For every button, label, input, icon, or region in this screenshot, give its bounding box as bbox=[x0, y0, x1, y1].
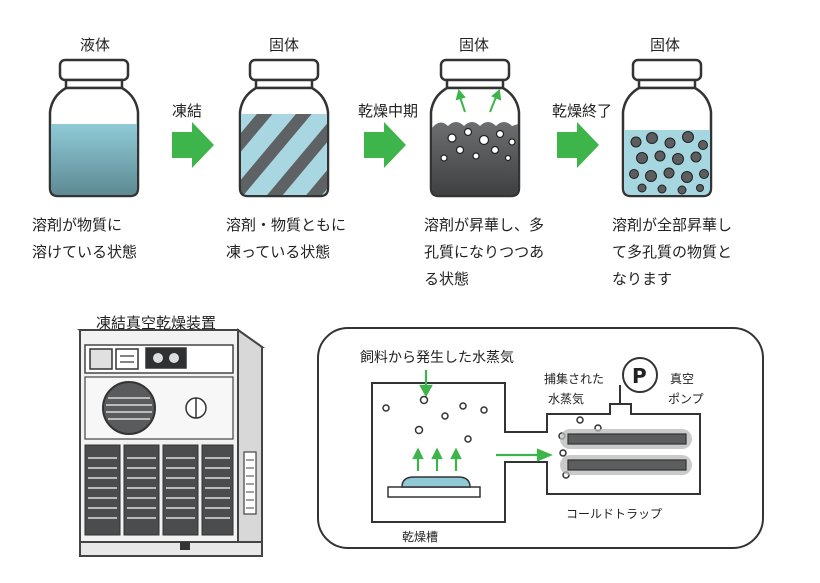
bottle-dried-porous bbox=[621, 58, 713, 198]
arrow-drying-end-icon bbox=[557, 122, 599, 168]
trapped-vapor-label-1: 捕集された bbox=[544, 372, 605, 386]
pump-label-1: 真空 bbox=[670, 372, 695, 386]
pump-symbol: P bbox=[632, 364, 647, 388]
stage-1-state-label: 液体 bbox=[80, 36, 111, 54]
bottle-liquid bbox=[48, 58, 140, 198]
stage-4-state-label: 固体 bbox=[650, 36, 681, 54]
bottle-frozen bbox=[238, 58, 330, 198]
machine-title: 凍結真空乾燥装置 bbox=[96, 314, 217, 332]
stage-4-description: 溶剤が全部昇華して多孔質の物質となります bbox=[612, 216, 733, 288]
vacuum-schematic bbox=[317, 327, 764, 549]
arrow-freeze-icon bbox=[172, 122, 214, 168]
arrow-label-drying-end: 乾燥終了 bbox=[552, 102, 613, 120]
stage-3-description: 溶剤が昇華し、多孔質になりつつある状態 bbox=[424, 216, 545, 288]
stage-2-state-label: 固体 bbox=[269, 36, 300, 54]
stage-1-description: 溶剤が物質に溶けている状態 bbox=[32, 216, 138, 261]
arrow-mid-drying-icon bbox=[364, 122, 406, 168]
freeze-dryer-machine bbox=[76, 328, 266, 557]
arrow-label-mid-drying: 乾燥中期 bbox=[358, 102, 419, 120]
stage-2-description: 溶剤・物質ともに凍っている状態 bbox=[226, 216, 347, 261]
vapor-source-label: 飼料から発生した水蒸気 bbox=[360, 350, 514, 366]
cold-trap-label: コールドトラップ bbox=[566, 507, 663, 521]
arrow-label-freeze: 凍結 bbox=[172, 102, 203, 120]
stage-3-state-label: 固体 bbox=[459, 36, 490, 54]
pump-label-2: ポンプ bbox=[668, 392, 704, 406]
drying-chamber-label: 乾燥槽 bbox=[402, 530, 439, 544]
bottle-mid-drying bbox=[429, 58, 521, 198]
trapped-vapor-label-2: 水蒸気 bbox=[548, 392, 585, 406]
